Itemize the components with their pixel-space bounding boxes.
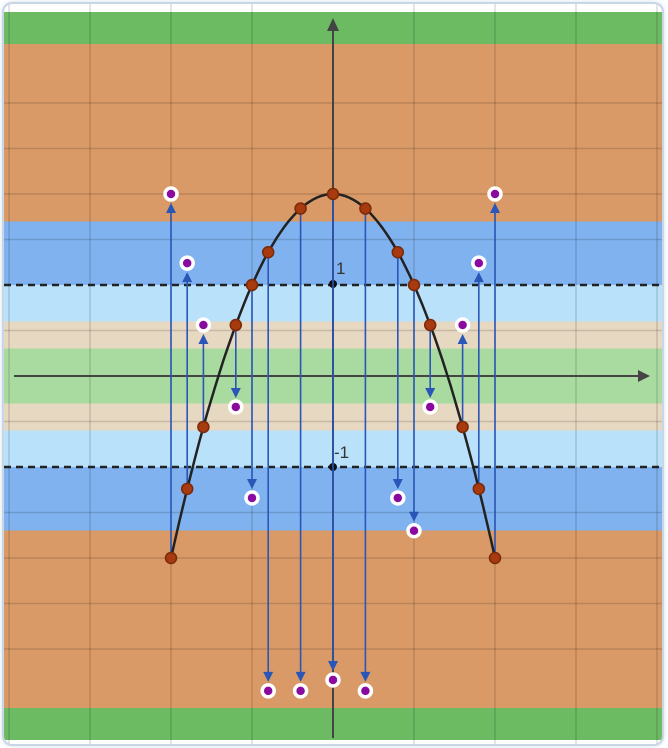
image-point: [454, 317, 471, 333]
mapping-arrows: [166, 194, 500, 682]
image-point: [422, 399, 438, 415]
image-point: [228, 399, 244, 415]
mapping-arrowhead: [247, 478, 257, 489]
image-point: [292, 683, 309, 699]
image-point: [325, 672, 341, 688]
curve-point: [407, 278, 421, 292]
curve-point: [229, 318, 243, 332]
curve-point: [488, 551, 502, 565]
curve-point: [245, 278, 259, 292]
x-axis-arrowhead: [638, 370, 650, 382]
mapping-arrowhead: [409, 511, 419, 522]
mapping-arrowhead: [263, 671, 274, 682]
graph-frame: 1 -1: [4, 4, 662, 744]
mapping-arrowhead: [457, 334, 468, 345]
mapping-arrowhead: [230, 387, 241, 398]
image-point: [406, 522, 422, 539]
image-point: [260, 683, 276, 699]
mapping-arrowhead: [198, 334, 209, 345]
curve-point: [164, 551, 178, 565]
mapping-arrowhead: [166, 203, 176, 213]
image-point: [244, 490, 260, 506]
image-points: [163, 186, 503, 699]
curve-point: [472, 482, 486, 496]
tick-label-minus-1: -1: [334, 443, 349, 462]
image-point: [163, 186, 179, 202]
mapping-arrowhead: [328, 660, 338, 671]
curve-point: [180, 482, 194, 496]
curve-point: [359, 202, 372, 215]
curve-point: [326, 187, 340, 201]
tick-label-1: 1: [336, 259, 345, 278]
y-axis-arrowhead: [327, 18, 339, 31]
image-point: [471, 255, 487, 271]
mapping-arrowhead: [392, 478, 403, 489]
curve-point: [456, 420, 469, 434]
image-point: [195, 317, 212, 333]
curve-point: [197, 420, 210, 434]
curve-point: [391, 245, 405, 259]
curve-point: [294, 202, 307, 215]
image-point: [390, 490, 406, 506]
mapping-arrowhead: [490, 203, 500, 213]
curve-points: [164, 187, 502, 565]
mapping-arrowhead: [182, 272, 193, 283]
mapping-arrowhead: [295, 671, 306, 682]
mapping-arrowhead: [473, 272, 484, 283]
image-point: [179, 255, 195, 271]
mapping-arrowhead: [425, 387, 436, 398]
image-point: [487, 186, 503, 202]
curve-point: [423, 318, 437, 332]
curve-point: [261, 245, 275, 259]
map-diagram: 1 -1: [4, 4, 662, 744]
mapping-arrowhead: [360, 671, 371, 682]
image-point: [357, 683, 374, 699]
